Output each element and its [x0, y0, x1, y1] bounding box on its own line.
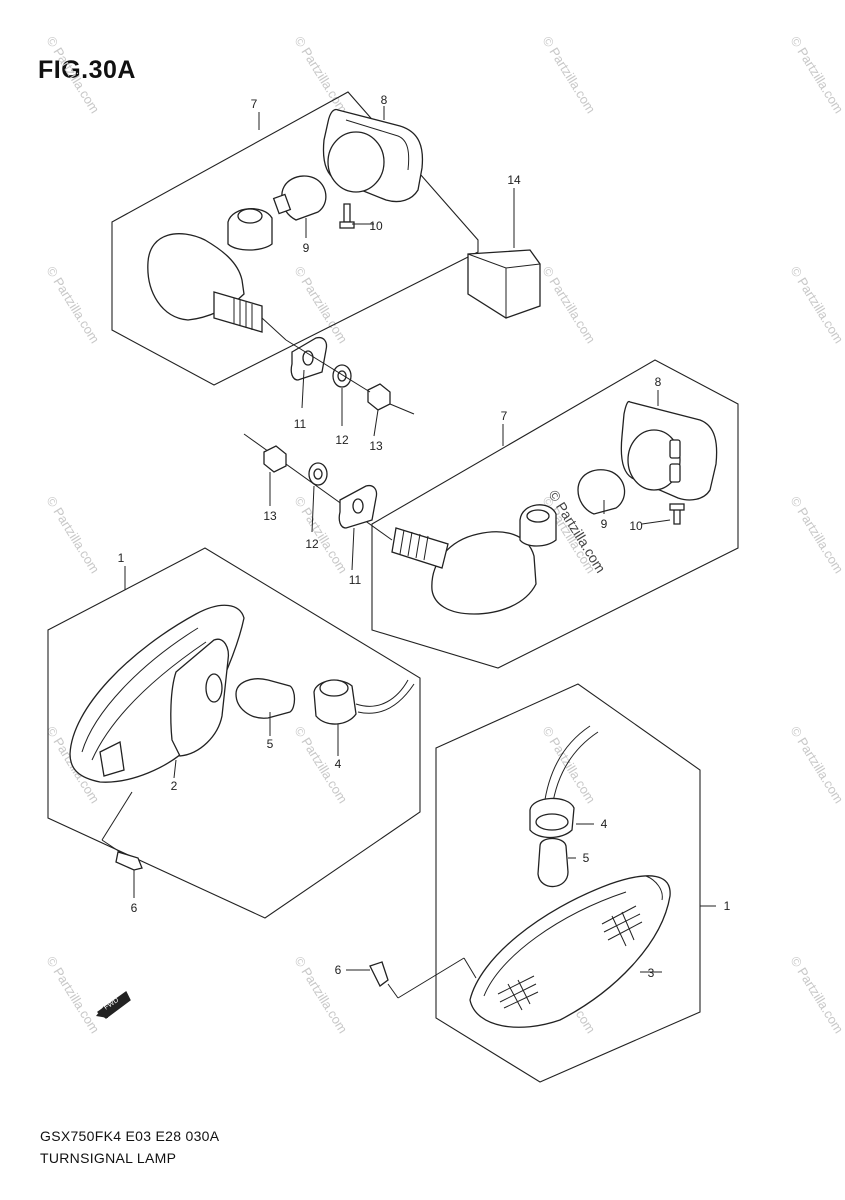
callout-12: 12	[305, 537, 319, 551]
screw	[369, 961, 389, 987]
watermark-text: © Partzilla.com	[43, 494, 102, 576]
leader-lines-upper-left	[258, 106, 385, 437]
watermark-text: © Partzilla.com	[43, 954, 102, 1036]
watermark-text: © Partzilla.com	[787, 264, 845, 346]
bulb	[281, 175, 327, 221]
housing-2	[170, 638, 230, 757]
spare-relay-14	[467, 188, 541, 319]
turn-signal-middle-right	[243, 400, 718, 615]
watermark-text: © Partzilla.com	[787, 954, 845, 1036]
screw	[115, 851, 143, 871]
callout-1: 1	[118, 551, 125, 565]
callout-7: 7	[501, 409, 508, 423]
callout-1: 1	[724, 899, 731, 913]
watermark-text: © Partzilla.com	[787, 494, 845, 576]
callout-5: 5	[583, 851, 590, 865]
leader-lines-middle-right	[269, 390, 671, 571]
watermark-text: © Partzilla.com	[539, 34, 598, 116]
assembly-box-middle-right	[371, 359, 739, 669]
figure-title: FIG.30A	[38, 56, 136, 84]
callout-8: 8	[655, 375, 662, 389]
figure-name: TURNSIGNAL LAMP	[40, 1150, 177, 1166]
callout-4: 4	[335, 757, 342, 771]
nut	[263, 445, 287, 473]
bulb	[577, 469, 626, 515]
turn-signal-lower-right	[369, 725, 671, 1028]
turn-signal-upper-left	[147, 108, 424, 415]
lens	[327, 131, 385, 193]
lamp-shell	[431, 531, 537, 615]
assembly-box-lower-right	[435, 683, 701, 1083]
callout-11: 11	[294, 417, 307, 431]
callout-13: 13	[263, 509, 277, 523]
watermark-text: © Partzilla.com	[291, 34, 350, 116]
lens-assembly	[69, 604, 245, 783]
lens	[627, 429, 681, 491]
lamp-stem	[213, 291, 263, 333]
forward-direction-arrow-icon: FWD	[96, 991, 131, 1019]
watermark-text: © Partzilla.com	[43, 264, 102, 346]
watermark-text: © Partzilla.com	[539, 264, 598, 346]
watermark-text: © Partzilla.com	[787, 34, 845, 116]
callout-9: 9	[303, 241, 310, 255]
figure-code: GSX750FK4 E03 E28 030A	[40, 1128, 220, 1144]
lens-mesh	[497, 905, 643, 1011]
bulb	[235, 678, 296, 719]
callout-5: 5	[267, 737, 274, 751]
nut	[367, 383, 391, 411]
callout-3: 3	[648, 966, 655, 980]
callout-2: 2	[171, 779, 178, 793]
watermark-text: © Partzilla.com	[787, 724, 845, 806]
watermark-layer: © Partzilla.com © Partzilla.com © Partzill…	[43, 34, 845, 1036]
callout-6: 6	[335, 963, 342, 977]
assembly-box-lower-left	[47, 547, 421, 919]
callout-9: 9	[601, 517, 608, 531]
callout-10: 10	[369, 219, 383, 233]
callout-6: 6	[131, 901, 138, 915]
watermark-text: © Partzilla.com	[539, 724, 598, 806]
callout-14: 14	[507, 173, 521, 187]
lamp-stem	[391, 527, 449, 569]
callout-13: 13	[369, 439, 383, 453]
callout-10: 10	[629, 519, 643, 533]
screw	[343, 203, 351, 223]
watermark-text: © Partzilla.com	[291, 724, 350, 806]
watermark-text: © Partzilla.com	[291, 264, 350, 346]
callout-4: 4	[601, 817, 608, 831]
callout-7: 7	[251, 97, 258, 111]
turn-signal-lower-left	[69, 604, 415, 783]
callout-12: 12	[335, 433, 349, 447]
assembly-box-upper-left	[111, 91, 479, 386]
callout-11: 11	[349, 573, 362, 587]
watermark-text: © Partzilla.com	[43, 34, 102, 116]
bulb	[537, 837, 569, 888]
lens-3	[469, 875, 671, 1028]
leader-lines-lower-right	[346, 823, 716, 999]
callout-8: 8	[381, 93, 388, 107]
watermark-text: © Partzilla.com	[291, 954, 350, 1036]
leader-lines-lower-left	[101, 566, 339, 898]
